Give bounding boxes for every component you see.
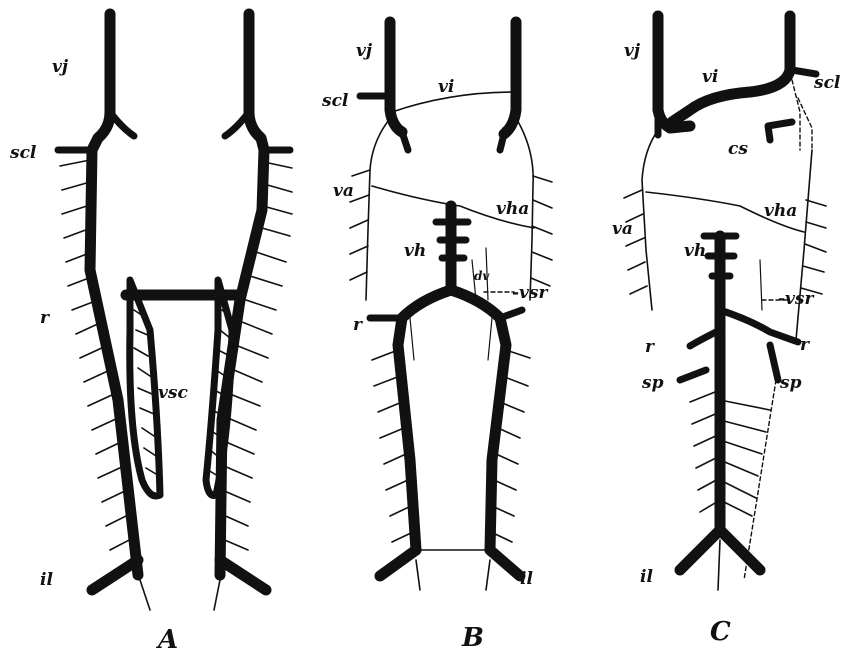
label-r: r <box>40 308 50 328</box>
label-vh: vh <box>404 241 426 261</box>
label-cs: cs <box>728 139 748 159</box>
label-r: r <box>353 315 363 335</box>
label-va: va <box>333 181 354 201</box>
label-vi: vi <box>438 77 454 97</box>
panel-b-veins <box>350 22 552 590</box>
label-r-right: r <box>800 335 810 355</box>
label-vsr: -vsr <box>512 283 549 303</box>
label-vj: vj <box>624 41 641 61</box>
label-scl: scl <box>9 143 37 163</box>
panel-b: vj scl vi va vha vh dv -vsr r il B <box>321 22 552 653</box>
label-r-left: r <box>645 337 655 357</box>
panel-c: vj vi scl cs va vha vh -vsr r r sp sp il… <box>612 16 841 647</box>
label-vsc: vsc <box>158 383 188 403</box>
label-il: il <box>640 567 653 587</box>
label-scl: scl <box>321 91 349 111</box>
label-vj: vj <box>52 57 69 77</box>
label-il: il <box>40 570 53 590</box>
label-dv: dv <box>474 269 490 283</box>
panel-b-labels: vj scl vi va vha vh dv -vsr r il B <box>321 41 549 653</box>
label-va: va <box>612 219 633 239</box>
label-vj: vj <box>356 41 373 61</box>
label-scl: scl <box>813 73 841 93</box>
caption-b: B <box>461 623 484 653</box>
label-sp-left: sp <box>641 373 664 393</box>
label-vi: vi <box>702 67 718 87</box>
panel-c-labels: vj vi scl cs va vha vh -vsr r r sp sp il… <box>612 41 841 647</box>
label-sp-right: sp <box>779 373 802 393</box>
panel-a-veins <box>58 14 292 610</box>
label-vh: vh <box>684 241 706 261</box>
label-vha: vha <box>496 199 529 219</box>
caption-c: C <box>710 617 731 647</box>
label-il: il <box>520 569 533 589</box>
label-vha: vha <box>764 201 797 221</box>
panel-a: vj scl r vsc il A <box>9 14 292 655</box>
caption-a: A <box>155 625 178 655</box>
label-vsr: -vsr <box>778 289 815 309</box>
